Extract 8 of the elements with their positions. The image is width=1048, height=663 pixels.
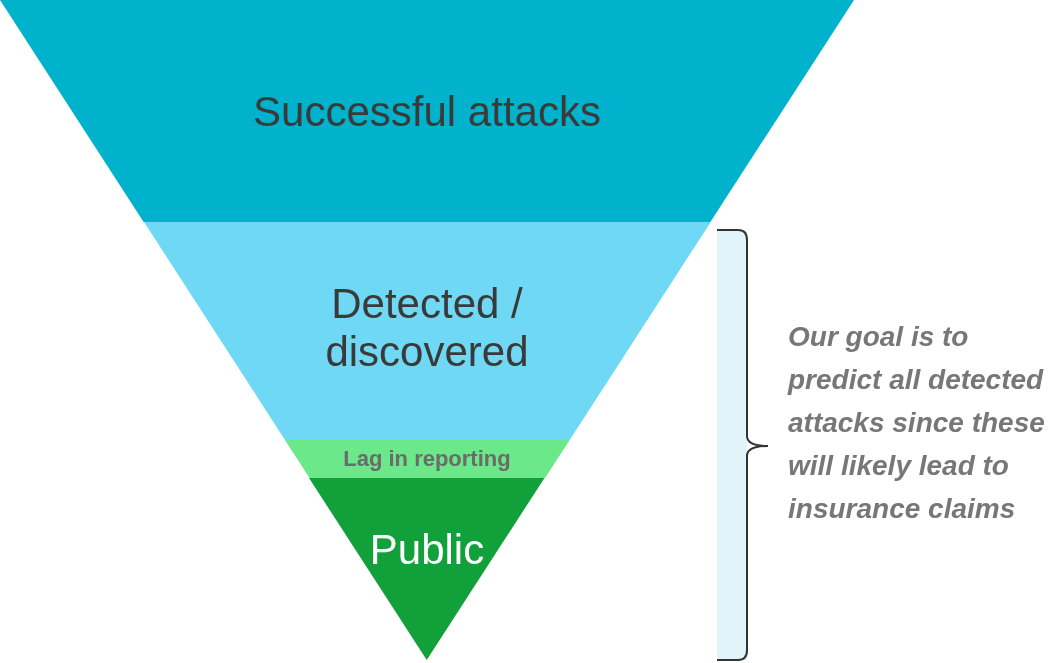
annotation-text: Our goal is to predict all detected attacks since these will likely lead to insurance claims [788,320,1046,526]
band-label: Public [368,526,486,574]
band-label: Detected / discovered [324,280,530,376]
band-label: Successful attacks [252,88,602,136]
funnel-band [309,478,545,660]
band-label: Lag in reporting [342,446,512,472]
funnel-band [0,0,854,222]
funnel-band [143,222,711,440]
